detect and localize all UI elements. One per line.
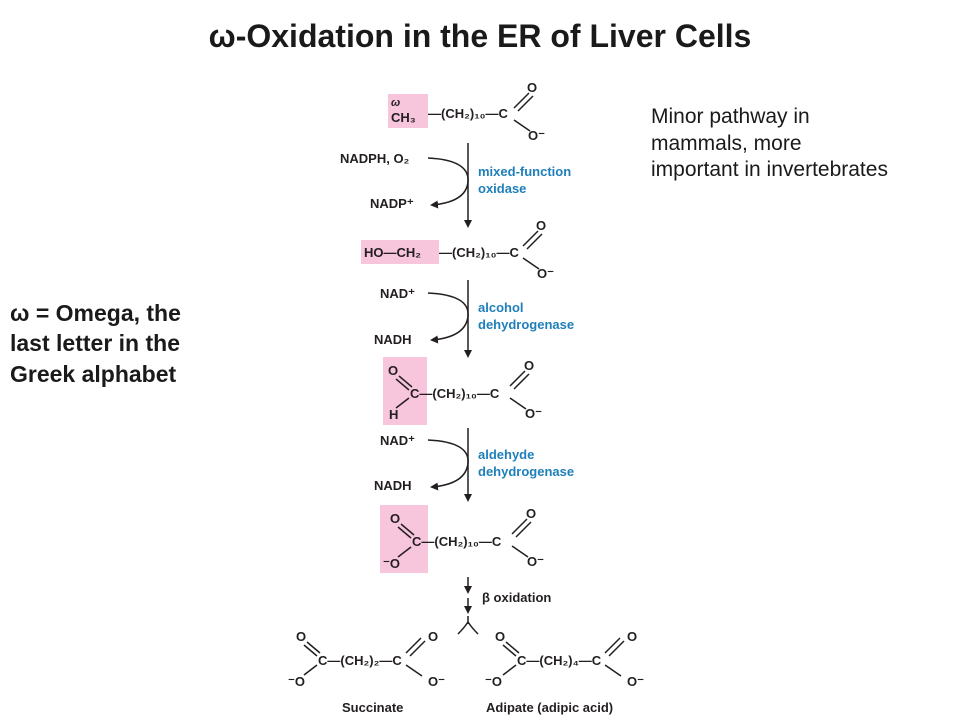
enzyme-label: dehydrogenase	[478, 464, 574, 479]
cofactor-in: NAD⁺	[380, 433, 415, 448]
carbonyl-oxygen: O	[524, 358, 534, 373]
carboxylate-oxygen: O⁻	[528, 128, 545, 143]
carboxylate-oxygen: O⁻	[428, 674, 445, 689]
cofactor-out: NADH	[374, 332, 412, 347]
hydroxyl-highlight	[361, 240, 439, 264]
carbonyl-oxygen: O	[428, 629, 438, 644]
aldehyde-highlight	[383, 357, 427, 425]
carbonyl-oxygen: O	[495, 629, 505, 644]
molecule-dicarboxylate: O ⁻O C—(CH₂)₁₀—C O O⁻	[380, 505, 544, 573]
carboxylate-oxygen: O⁻	[527, 554, 544, 569]
new-carboxyl-highlight	[380, 505, 428, 573]
beta-oxidation-label: β oxidation	[482, 590, 551, 605]
omega-symbol: ω	[391, 97, 400, 109]
enzyme-label: dehydrogenase	[478, 317, 574, 332]
note-line: Greek alphabet	[10, 360, 177, 387]
carbonyl-oxygen: O	[296, 629, 306, 644]
product-name: Adipate (adipic acid)	[486, 700, 613, 715]
step-2-cofactors: NAD⁺ NADH	[374, 286, 469, 347]
carbon-chain: C—(CH₂)₂—C	[318, 653, 402, 668]
note-line: mammals, more	[651, 131, 802, 155]
carbon-chain: C—(CH₂)₁₀—C	[412, 534, 502, 549]
omega-definition-note: ω = Omega, the last letter in the Greek …	[10, 298, 255, 389]
carbon-chain: C—(CH₂)₁₀—C	[410, 386, 500, 401]
hydroxymethyl-group: HO—CH₂	[364, 245, 421, 260]
page-title: ω-Oxidation in the ER of Liver Cells	[208, 18, 752, 54]
product-adipate: O ⁻O C—(CH₂)₄—C O O⁻ Adipate (adipic aci…	[485, 629, 644, 715]
carboxylate-oxygen: O⁻	[627, 674, 644, 689]
enzyme-mixed-function-oxidase: mixed-function oxidase	[478, 164, 571, 196]
enzyme-label: alcohol	[478, 300, 524, 315]
step-3-cofactors: NAD⁺ NADH	[374, 433, 469, 493]
carbonyl-oxygen: O	[527, 80, 537, 95]
molecule-lauric-acid: ω CH₃ —(CH₂)₁₀—C O O⁻	[388, 80, 545, 143]
cofactor-out: NADP⁺	[370, 196, 414, 211]
carbonyl-oxygen: O	[627, 629, 637, 644]
methyl-group: CH₃	[391, 110, 416, 125]
molecule-hydroxy-acid: HO—CH₂ —(CH₂)₁₀—C O O⁻	[361, 218, 554, 281]
minor-pathway-note: Minor pathway in mammals, more important…	[651, 104, 956, 184]
enzyme-aldehyde-dehydrogenase: aldehyde dehydrogenase	[478, 447, 574, 479]
enzyme-label: mixed-function	[478, 164, 571, 179]
carboxylate-oxygen: ⁻O	[485, 674, 502, 689]
aldehyde-oxygen: O	[388, 363, 398, 378]
cofactor-in: NAD⁺	[380, 286, 415, 301]
carbon-chain: —(CH₂)₁₀—C	[439, 245, 519, 260]
carboxylate-oxygen: O⁻	[525, 406, 542, 421]
carboxylate-oxygen: ⁻O	[288, 674, 305, 689]
carbonyl-oxygen: O	[390, 511, 400, 526]
product-name: Succinate	[342, 700, 403, 715]
molecule-aldehyde-acid: O H C—(CH₂)₁₀—C O O⁻	[383, 357, 542, 425]
note-line: last letter in the	[10, 330, 180, 357]
carboxylate-oxygen: ⁻O	[383, 556, 400, 571]
cofactor-out: NADH	[374, 478, 412, 493]
carboxylate-oxygen: O⁻	[537, 266, 554, 281]
note-line: ω = Omega, the	[10, 300, 181, 326]
enzyme-label: oxidase	[478, 181, 526, 196]
step-1-cofactors: NADPH, O₂ NADP⁺	[340, 151, 469, 211]
carbon-chain: —(CH₂)₁₀—C	[428, 106, 508, 121]
enzyme-label: aldehyde	[478, 447, 534, 462]
enzyme-alcohol-dehydrogenase: alcohol dehydrogenase	[478, 300, 574, 332]
carbon-chain: C—(CH₂)₄—C	[517, 653, 602, 668]
aldehyde-hydrogen: H	[389, 407, 398, 422]
note-line: important in invertebrates	[651, 158, 888, 182]
cofactor-in: NADPH, O₂	[340, 151, 410, 166]
product-succinate: O ⁻O C—(CH₂)₂—C O O⁻ Succinate	[288, 629, 445, 715]
omega-carbon-highlight	[388, 94, 428, 128]
carbonyl-oxygen: O	[526, 506, 536, 521]
note-line: Minor pathway in	[651, 105, 810, 128]
carbonyl-oxygen: O	[536, 218, 546, 233]
